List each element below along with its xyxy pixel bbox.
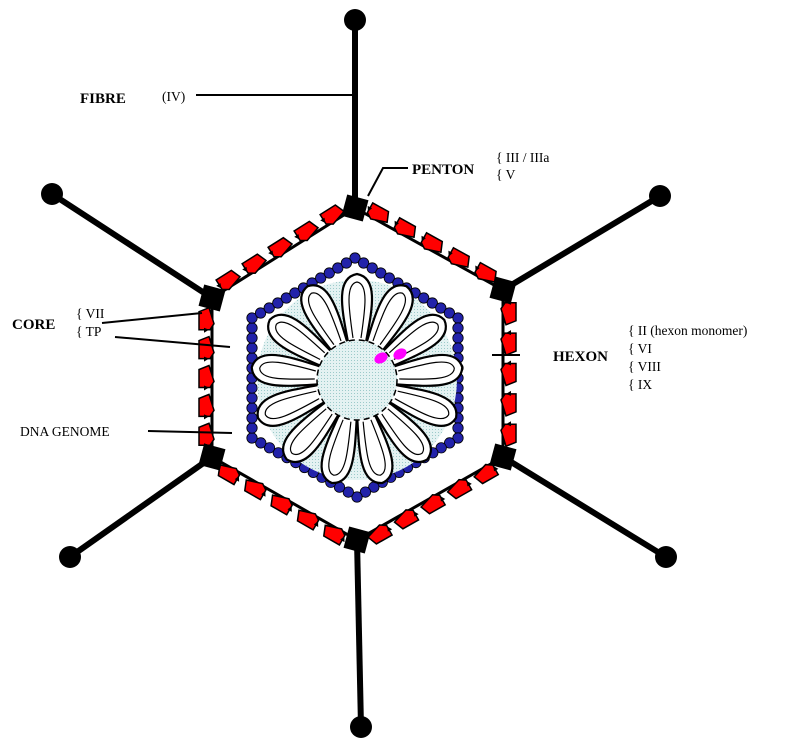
core-protein-bead — [247, 343, 257, 353]
fibre-knob — [41, 183, 63, 205]
fibre-knob — [649, 185, 671, 207]
fibre-shaft — [503, 196, 660, 290]
fibre-knob — [344, 9, 366, 31]
core-protein-bead — [453, 343, 463, 353]
hexon-protein-1: { II (hexon monomer) — [628, 323, 747, 338]
core-protein-bead — [341, 258, 351, 268]
fibre-label: FIBRE — [80, 91, 126, 107]
core-protein-bead — [247, 423, 257, 433]
core-protein-bead — [247, 433, 257, 443]
penton-label: PENTON — [412, 162, 474, 178]
core-protein-bead — [247, 333, 257, 343]
core-protein-bead — [247, 413, 257, 423]
core-protein-1: { VII — [76, 306, 105, 321]
fibre-shaft — [357, 540, 361, 727]
hexon-label: HEXON — [553, 349, 608, 365]
core-protein-bead — [247, 393, 257, 403]
core-protein-bead — [453, 323, 463, 333]
core-label: CORE — [12, 317, 55, 333]
core-protein-bead — [247, 323, 257, 333]
hexon-protein-2: { VI — [628, 341, 652, 356]
penton-protein-1: { III / IIIa — [496, 150, 549, 165]
penton-protein-2: { V — [496, 167, 516, 182]
dna-loop — [342, 274, 372, 342]
fibre-shaft — [503, 457, 666, 557]
core-protein-2: { TP — [76, 324, 101, 339]
core-protein-bead — [453, 423, 463, 433]
fibre-shaft — [52, 194, 212, 298]
core-protein-bead — [247, 403, 257, 413]
hexon-protein-3: { VIII — [628, 359, 661, 374]
fibre-knob — [350, 716, 372, 738]
core-protein-bead — [247, 383, 257, 393]
core-protein-bead — [453, 333, 463, 343]
fibre-shaft — [70, 457, 212, 557]
fibre-protein-label: (IV) — [162, 89, 185, 104]
hexon-protein-4: { IX — [628, 377, 652, 392]
core-protein-bead — [453, 313, 463, 323]
dna-genome-label: DNA GENOME — [20, 424, 110, 439]
fibre-knob — [655, 546, 677, 568]
fibre-knob — [59, 546, 81, 568]
